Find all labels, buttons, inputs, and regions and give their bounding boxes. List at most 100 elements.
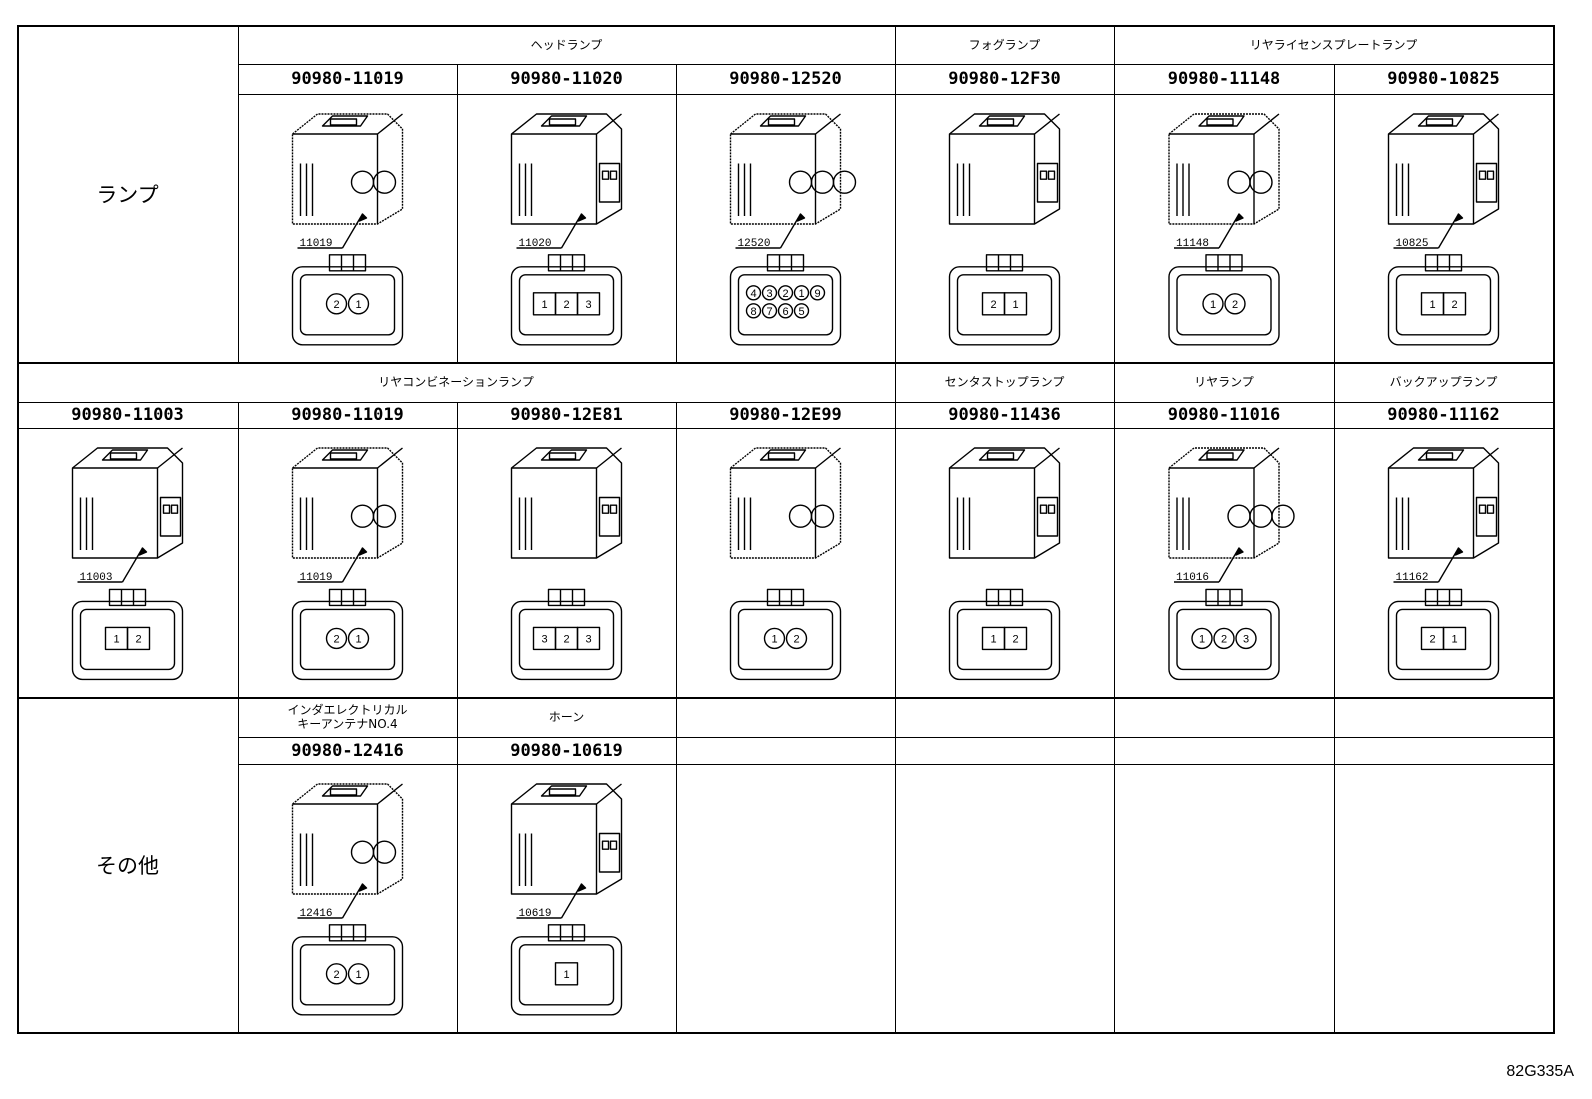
connector-drawing: 12416 2 1 xyxy=(238,764,457,1032)
part-number: 90980-11019 xyxy=(291,405,404,425)
part-number: 90980-11019 xyxy=(291,69,404,89)
pin-number: 3 xyxy=(541,633,547,645)
pin-number: 6 xyxy=(782,306,788,318)
pin-number: 2 xyxy=(1451,299,1457,311)
grid-line xyxy=(1334,362,1335,402)
callout-label: 11019 xyxy=(300,238,333,250)
pin-number: 1 xyxy=(355,969,361,981)
grid-line xyxy=(457,402,458,697)
pin-number: 1 xyxy=(355,299,361,311)
pin-number: 1 xyxy=(990,633,996,645)
pin-number: 1 xyxy=(798,288,804,300)
pin-number: 2 xyxy=(1012,633,1018,645)
pin-number: 9 xyxy=(814,288,820,300)
pin-number: 1 xyxy=(1199,633,1205,645)
pin-number: 3 xyxy=(1243,633,1249,645)
connector-drawing: 11019 2 1 xyxy=(238,428,457,697)
row-divider xyxy=(17,697,1553,699)
grid-line xyxy=(1114,697,1115,1032)
frame-right xyxy=(1553,25,1555,1034)
group-title: センタストップランプ xyxy=(944,375,1065,389)
pin-number: 1 xyxy=(1429,299,1435,311)
pin-number: 3 xyxy=(585,633,591,645)
group-title: フォグランプ xyxy=(968,37,1041,52)
callout-label: 11003 xyxy=(80,572,113,584)
pin-number: 1 xyxy=(113,633,119,645)
pin-number: 2 xyxy=(793,633,799,645)
pin-number: 2 xyxy=(1429,633,1435,645)
pin-number: 7 xyxy=(766,306,772,318)
group-title: リヤライセンスプレートランプ xyxy=(1249,37,1418,52)
grid-line xyxy=(1334,64,1335,362)
grid-line xyxy=(895,402,896,697)
callout-label: 11019 xyxy=(300,572,333,584)
frame-bottom xyxy=(17,1032,1553,1034)
pin-number: 1 xyxy=(541,299,547,311)
pin-number: 2 xyxy=(563,299,569,311)
grid-line xyxy=(1114,64,1115,362)
pin-number: 1 xyxy=(1451,633,1457,645)
grid-line xyxy=(895,362,896,402)
grid-line xyxy=(1114,362,1115,402)
grid-line xyxy=(1334,697,1335,1032)
pin-number: 5 xyxy=(798,306,804,318)
callout-label: 12520 xyxy=(738,238,771,250)
part-number: 90980-11148 xyxy=(1167,69,1281,89)
group-title: リヤランプ xyxy=(1194,375,1254,389)
grid-line xyxy=(238,25,239,362)
grid-line xyxy=(676,64,677,362)
pin-number: 3 xyxy=(585,299,591,311)
pin-number: 2 xyxy=(333,299,339,311)
callout-label: 11162 xyxy=(1396,572,1429,584)
grid-line xyxy=(17,428,1553,429)
grid-line xyxy=(676,697,677,1032)
callout-label: 10825 xyxy=(1396,238,1429,250)
row-label-lamp: ランプ xyxy=(96,182,159,207)
pin-number: 3 xyxy=(766,288,772,300)
grid-line xyxy=(17,402,1553,403)
part-number: 90980-12F30 xyxy=(948,69,1061,89)
pin-number: 2 xyxy=(333,969,339,981)
document-code: 82G335A xyxy=(1506,1063,1574,1080)
pin-number: 1 xyxy=(1012,299,1018,311)
grid-line xyxy=(1334,402,1335,697)
connector-drawing: 11162 2 1 xyxy=(1334,428,1553,697)
callout-label: 10619 xyxy=(519,908,552,920)
group-title: バックアップランプ xyxy=(1389,375,1498,389)
callout-label: 11020 xyxy=(519,238,552,250)
callout-label: 12416 xyxy=(300,908,333,920)
row-divider xyxy=(17,362,1553,364)
group-title: インダエレクトリカル キーアンテナNO.4 xyxy=(287,703,408,731)
pin-number: 2 xyxy=(333,633,339,645)
connector-drawing: 11003 1 2 xyxy=(17,428,238,697)
pin-number: 8 xyxy=(750,306,756,318)
pin-number: 2 xyxy=(563,633,569,645)
group-title: ヘッドランプ xyxy=(530,37,603,52)
pin-number: 2 xyxy=(135,633,141,645)
grid-line xyxy=(895,64,896,362)
pin-number: 1 xyxy=(355,633,361,645)
part-number: 90980-11436 xyxy=(948,405,1061,425)
pin-number: 2 xyxy=(1232,299,1238,311)
grid-line xyxy=(457,697,458,1032)
pin-number: 2 xyxy=(1221,633,1227,645)
pin-number: 1 xyxy=(1210,299,1216,311)
part-number: 90980-11003 xyxy=(71,405,184,425)
grid-line xyxy=(238,402,239,697)
grid-line xyxy=(895,697,896,1032)
grid-line xyxy=(1114,402,1115,697)
pin-number: 1 xyxy=(771,633,777,645)
frame-top xyxy=(17,25,1553,27)
grid-line xyxy=(895,25,896,64)
frame-left xyxy=(17,25,19,1032)
part-number: 90980-11162 xyxy=(1387,405,1500,425)
grid-line xyxy=(676,402,677,697)
group-title: リヤコンビネーションランプ xyxy=(378,375,534,389)
